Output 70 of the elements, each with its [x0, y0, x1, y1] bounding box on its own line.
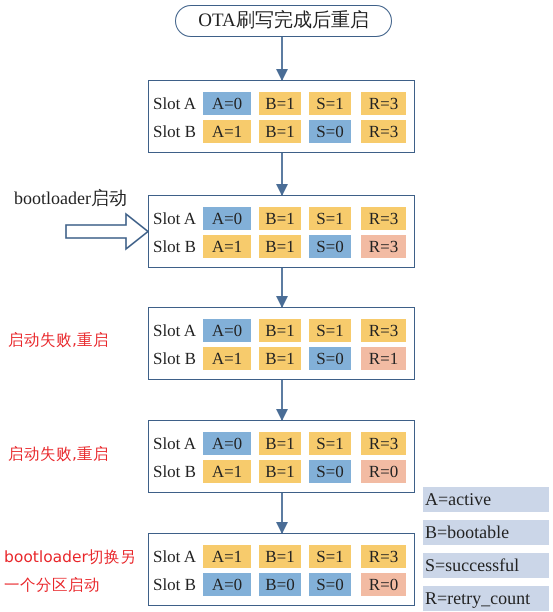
value-cell: B=0: [259, 573, 301, 596]
slot-label: Slot A: [153, 320, 196, 342]
value-cell: B=1: [259, 460, 301, 483]
value-cell: R=3: [361, 207, 406, 230]
state-box: [148, 533, 415, 606]
value-cell: B=1: [259, 92, 301, 115]
legend-note: R=retry_count: [423, 586, 549, 611]
value-cell: A=1: [203, 120, 251, 143]
value-cell: B=1: [259, 120, 301, 143]
slot-label: Slot B: [153, 348, 196, 370]
value-cell: B=1: [259, 432, 301, 455]
value-cell: A=1: [203, 347, 251, 370]
value-cell: S=0: [309, 573, 351, 596]
arrow: [276, 268, 288, 308]
value-cell: A=0: [203, 573, 251, 596]
value-cell: A=0: [203, 432, 251, 455]
legend-note: S=successful: [423, 553, 549, 578]
state-box: [148, 420, 415, 493]
slot-label: Slot A: [153, 433, 196, 455]
slot-label: Slot A: [153, 93, 196, 115]
arrow: [276, 493, 288, 534]
arrow: [276, 153, 288, 196]
value-cell: R=3: [361, 432, 406, 455]
state-box: [148, 307, 415, 380]
value-cell: R=1: [361, 347, 406, 370]
slot-label: Slot B: [153, 574, 196, 596]
state-box: [148, 195, 415, 268]
value-cell: R=3: [361, 92, 406, 115]
value-cell: A=1: [203, 460, 251, 483]
side-note: 启动失败,重启: [8, 330, 110, 351]
value-cell: S=1: [309, 207, 351, 230]
value-cell: R=3: [361, 120, 406, 143]
value-cell: A=1: [203, 235, 251, 258]
slot-label: Slot B: [153, 461, 196, 483]
value-cell: R=0: [361, 573, 406, 596]
slot-label: Slot A: [153, 208, 196, 230]
value-cell: R=3: [361, 319, 406, 342]
value-cell: B=1: [259, 545, 301, 568]
value-cell: S=1: [309, 92, 351, 115]
arrow: [276, 37, 288, 81]
value-cell: S=0: [309, 460, 351, 483]
value-cell: S=1: [309, 432, 351, 455]
value-cell: R=0: [361, 460, 406, 483]
value-cell: B=1: [259, 319, 301, 342]
value-cell: A=1: [203, 545, 251, 568]
legend-note: B=bootable: [423, 520, 549, 545]
slot-label: Slot B: [153, 236, 196, 258]
side-note: bootloader切换另一个分区启动: [4, 547, 137, 596]
slot-label: Slot B: [153, 121, 196, 143]
state-box: [148, 80, 415, 153]
slot-label: Slot A: [153, 546, 196, 568]
value-cell: S=0: [309, 347, 351, 370]
value-cell: B=1: [259, 207, 301, 230]
value-cell: R=3: [361, 545, 406, 568]
arrow: [276, 380, 288, 421]
value-cell: A=0: [203, 319, 251, 342]
value-cell: S=0: [309, 235, 351, 258]
value-cell: S=1: [309, 545, 351, 568]
value-cell: A=0: [203, 92, 251, 115]
event-text: bootloader启动: [14, 186, 142, 212]
value-cell: A=0: [203, 207, 251, 230]
block-arrow: [65, 212, 150, 251]
value-cell: B=1: [259, 235, 301, 258]
value-cell: R=3: [361, 235, 406, 258]
value-cell: B=1: [259, 347, 301, 370]
legend-note: A=active: [423, 487, 549, 512]
value-cell: S=0: [309, 120, 351, 143]
value-cell: S=1: [309, 319, 351, 342]
side-note: 启动失败,重启: [8, 444, 110, 465]
start-terminal: OTA刷写完成后重启: [175, 5, 392, 37]
